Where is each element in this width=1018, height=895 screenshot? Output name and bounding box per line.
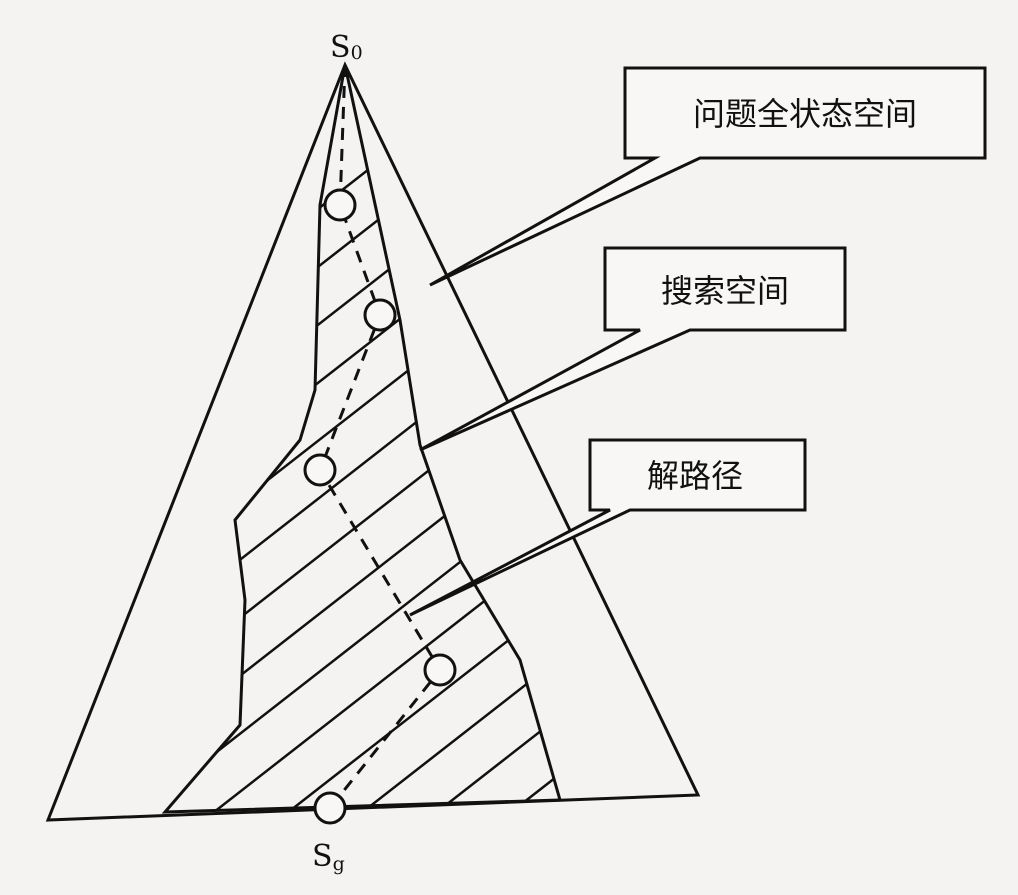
hatch-line (209, 541, 560, 812)
callout-full-state-space: 问题全状态空间 (429, 66, 987, 287)
callout-search-space: 搜索空间 (419, 246, 847, 452)
hatch-line (283, 599, 560, 812)
hatch-line (165, 425, 560, 747)
callout-solution-path: 解路径 (409, 438, 807, 617)
hatch-line (506, 773, 560, 812)
callout-label: 问题全状态空间 (693, 95, 917, 133)
path-node (313, 791, 347, 825)
hatch-line (165, 77, 560, 399)
path-node (323, 188, 357, 222)
goal-node-label: Sg (312, 839, 345, 875)
start-node-label: S0 (330, 30, 363, 65)
path-node (363, 298, 397, 332)
callout-label: 搜索空间 (661, 272, 789, 310)
search-space-hatching (165, 65, 560, 812)
hatch-line (165, 309, 560, 631)
path-node (423, 653, 457, 687)
solution-path (318, 64, 442, 809)
callout-label: 解路径 (647, 457, 743, 495)
path-node (303, 453, 337, 487)
search-space-region (161, 64, 562, 814)
full-state-space-triangle (45, 61, 701, 822)
hatch-line (358, 657, 560, 812)
hatch-line (432, 715, 560, 812)
